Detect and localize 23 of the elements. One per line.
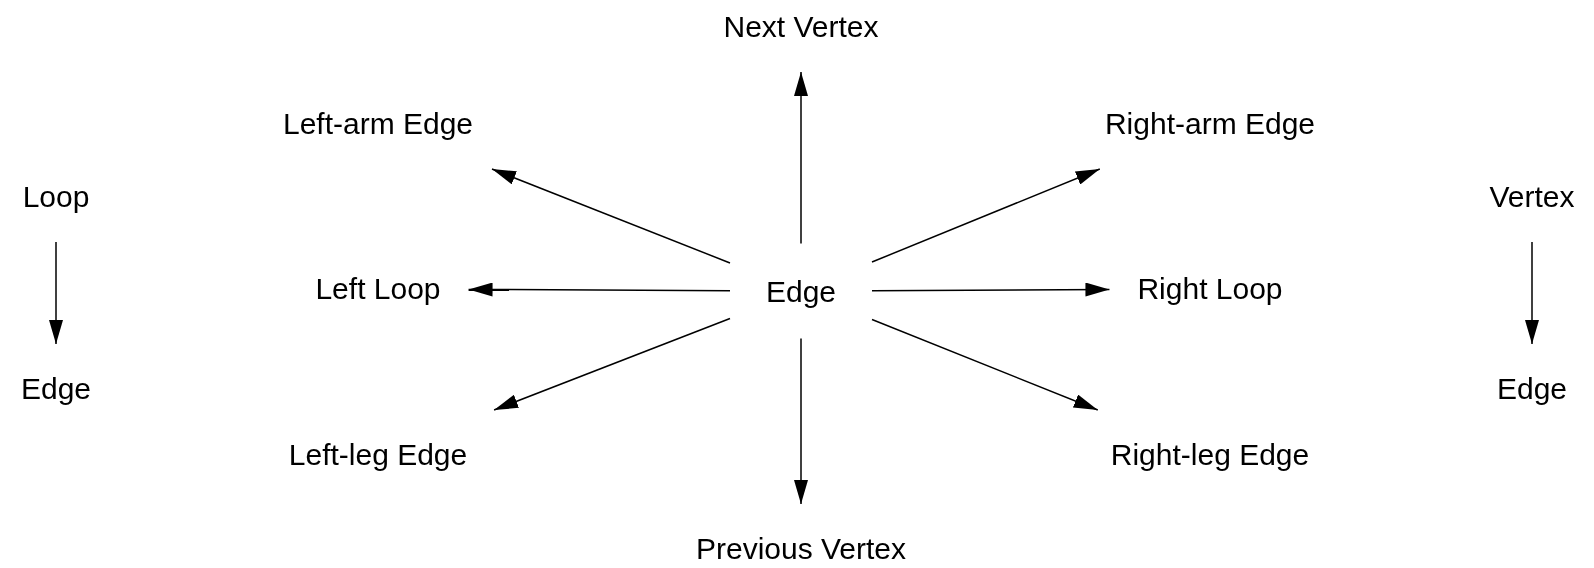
node-label: Left Loop <box>315 272 441 306</box>
node-label: Right Loop <box>1137 272 1283 306</box>
node-label: Right-arm Edge <box>1104 107 1316 141</box>
node-label: Previous Vertex <box>695 532 907 566</box>
arrow <box>871 282 1111 297</box>
arrow <box>1525 241 1539 345</box>
node-label: Vertex <box>1489 180 1575 214</box>
node-label: Next Vertex <box>723 10 879 44</box>
arrow <box>493 317 731 411</box>
arrow <box>871 168 1101 263</box>
arrow <box>49 241 63 345</box>
node-label: Left-leg Edge <box>288 438 468 472</box>
node-label: Edge <box>20 372 92 406</box>
node-label: Left-arm Edge <box>282 107 474 141</box>
arrow <box>794 337 808 505</box>
arrow <box>467 282 731 297</box>
node-label: Loop <box>22 180 90 214</box>
node-label: Edge <box>765 274 837 308</box>
arrow <box>491 168 731 264</box>
node-label: Right-leg Edge <box>1110 438 1310 472</box>
arrow <box>794 71 808 245</box>
node-label: Edge <box>1496 372 1568 406</box>
arrow <box>871 318 1099 411</box>
